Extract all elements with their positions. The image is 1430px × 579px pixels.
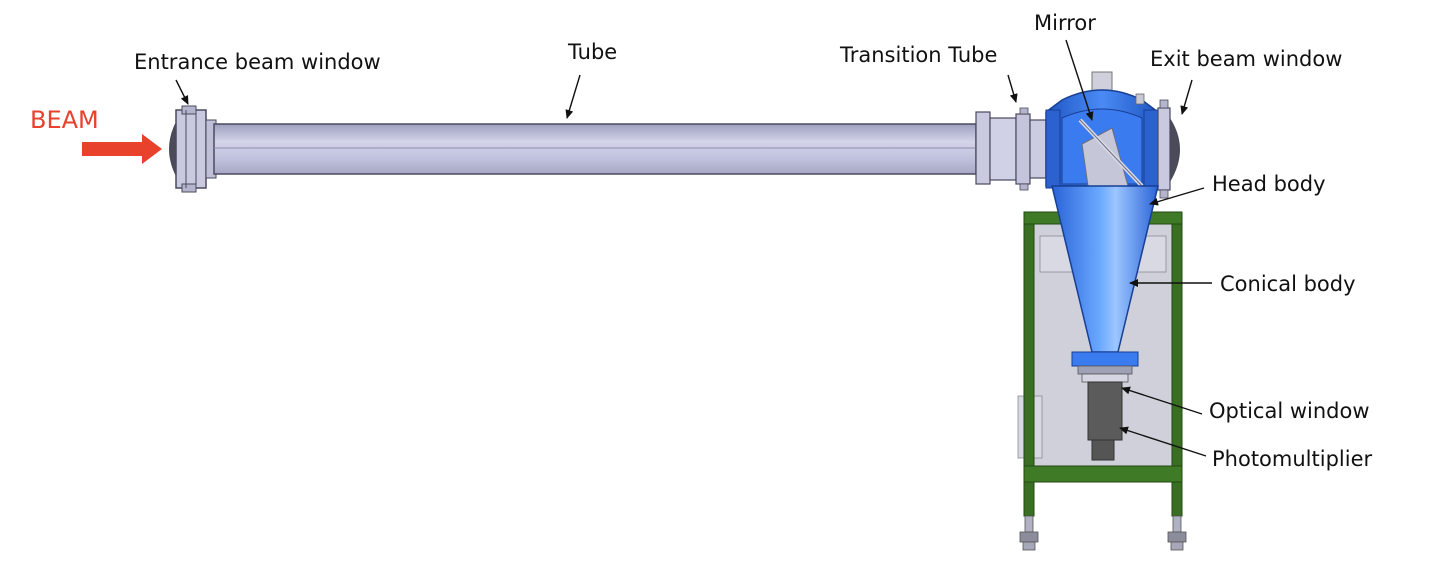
- label-head-body: Head body: [1212, 172, 1326, 196]
- label-photomultiplier: Photomultiplier: [1212, 447, 1373, 471]
- optical-window: [1081, 373, 1129, 383]
- conical-body: [1051, 185, 1159, 375]
- photomultiplier: [1087, 381, 1123, 461]
- leader-lines: [175, 39, 1212, 457]
- label-optical-window: Optical window: [1209, 399, 1370, 423]
- entrance-window-assembly: [169, 105, 217, 193]
- transition-tube: [975, 107, 1047, 191]
- label-conical-body: Conical body: [1220, 272, 1356, 296]
- label-transition-tube: Transition Tube: [840, 43, 998, 67]
- main-tube: [213, 123, 977, 175]
- beam-label: BEAM: [30, 106, 99, 134]
- frame-feet: [1019, 515, 1187, 551]
- label-mirror: Mirror: [1034, 11, 1096, 35]
- label-tube: Tube: [568, 40, 618, 64]
- label-entrance-beam-window: Entrance beam window: [134, 50, 381, 74]
- beam-arrow: [82, 134, 162, 164]
- exit-window-assembly: [1157, 99, 1180, 199]
- label-exit-beam-window: Exit beam window: [1150, 47, 1343, 71]
